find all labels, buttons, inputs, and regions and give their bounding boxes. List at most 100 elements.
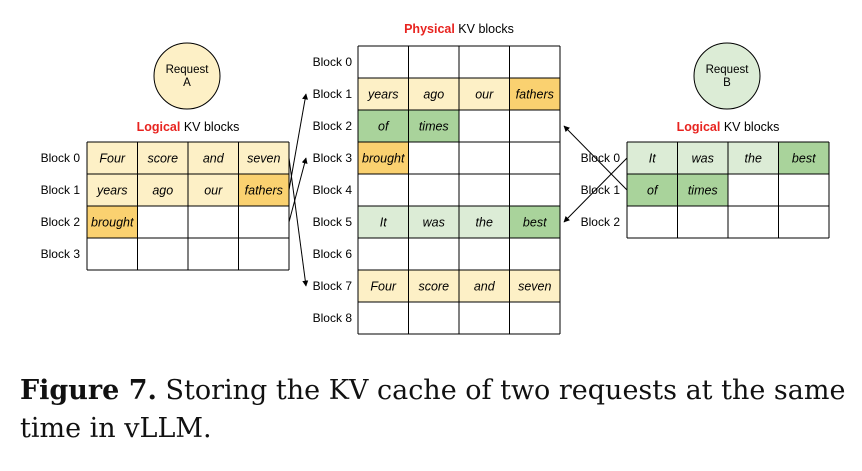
physical-block-label: Block 8 — [313, 311, 353, 325]
physical-cell-fill — [459, 206, 510, 238]
physical-cell-fill — [408, 110, 459, 142]
physical-block-label: Block 5 — [313, 215, 353, 229]
request-b-circle — [693, 42, 761, 110]
physical-block-label: Block 2 — [313, 119, 353, 133]
mapping-arrow — [563, 157, 628, 223]
physical-token: years — [367, 87, 399, 101]
logical-a-cell-fill — [188, 174, 239, 206]
logical-a-block-label: Block 0 — [41, 151, 81, 165]
logical-a-token: and — [203, 151, 225, 165]
logical-a-token: fathers — [245, 183, 283, 197]
physical-token: the — [476, 215, 493, 229]
logical-title-a-highlight: Logical — [137, 120, 181, 134]
logical-a-token: brought — [91, 215, 134, 229]
logical-b-cell-fill — [778, 142, 829, 174]
request-a-label: A — [183, 77, 191, 89]
logical-b-block-label: Block 0 — [581, 151, 621, 165]
logical-title-b: Logical KV blocks — [677, 120, 780, 134]
logical-b-cell-fill — [677, 142, 728, 174]
physical-token: was — [423, 215, 445, 229]
logical-b-cell-fill — [627, 142, 678, 174]
caption-text: Storing the KV cache of two requests at … — [20, 375, 846, 444]
physical-token: fathers — [516, 87, 554, 101]
physical-token: seven — [518, 279, 551, 293]
logical-a-cell-fill — [137, 174, 188, 206]
physical-token: best — [523, 215, 547, 229]
logical-title-a: Logical KV blocks — [137, 120, 240, 134]
logical-a-block-label: Block 2 — [41, 215, 81, 229]
request-a-label: Request — [166, 64, 210, 76]
logical-b-cell-fill — [677, 174, 728, 206]
logical-title-b-rest: KV blocks — [720, 120, 779, 134]
logical-a-cell-fill — [137, 142, 188, 174]
logical-a-cell-fill — [238, 174, 289, 206]
logical-a-token: score — [147, 151, 178, 165]
physical-block-label: Block 7 — [313, 279, 353, 293]
physical-token: of — [378, 119, 390, 133]
mapping-arrow — [563, 125, 628, 191]
physical-cell-fill — [408, 270, 459, 302]
logical-a-token: Four — [99, 151, 126, 165]
logical-b-token: the — [745, 151, 762, 165]
mapping-arrow — [288, 93, 309, 191]
physical-cell-fill — [459, 78, 510, 110]
physical-token: and — [474, 279, 496, 293]
logical-b-block-label: Block 2 — [581, 215, 621, 229]
physical-cell-fill — [408, 78, 459, 110]
logical-a-cell-fill — [87, 142, 138, 174]
physical-token: Four — [370, 279, 397, 293]
logical-b-token: times — [688, 183, 718, 197]
logical-a-cell-fill — [87, 174, 138, 206]
physical-block-label: Block 6 — [313, 247, 353, 261]
mapping-arrow — [288, 157, 309, 287]
physical-block-label: Block 4 — [313, 183, 353, 197]
logical-a-cell-fill — [188, 142, 239, 174]
logical-a-token: ago — [152, 183, 173, 197]
physical-cell-fill — [408, 206, 459, 238]
physical-block-label: Block 1 — [313, 87, 353, 101]
physical-cell-fill — [358, 78, 409, 110]
physical-cell-fill — [509, 78, 560, 110]
physical-token: times — [419, 119, 449, 133]
figure-caption: Figure 7. Storing the KV cache of two re… — [20, 372, 850, 448]
physical-token: ago — [423, 87, 444, 101]
logical-b-token: best — [792, 151, 816, 165]
physical-token: score — [418, 279, 449, 293]
physical-cell-fill — [509, 206, 560, 238]
mapping-arrow — [288, 157, 308, 223]
physical-token: It — [380, 215, 387, 229]
physical-block-label: Block 3 — [313, 151, 353, 165]
physical-cell-fill — [358, 270, 409, 302]
request-b-label: B — [723, 77, 731, 89]
physical-token: brought — [362, 151, 405, 165]
logical-a-token: our — [204, 183, 223, 197]
physical-token: our — [475, 87, 494, 101]
logical-b-cell-fill — [728, 142, 779, 174]
physical-title: Physical KV blocks — [404, 22, 514, 36]
logical-a-token: years — [96, 183, 128, 197]
logical-b-token: of — [647, 183, 659, 197]
physical-title-rest: KV blocks — [455, 22, 514, 36]
logical-a-token: seven — [247, 151, 280, 165]
logical-b-token: It — [649, 151, 656, 165]
logical-a-block-label: Block 3 — [41, 247, 81, 261]
physical-cell-fill — [358, 142, 409, 174]
caption-label: Figure 7. — [20, 375, 157, 406]
physical-cell-fill — [358, 206, 409, 238]
request-a-circle — [153, 42, 221, 110]
physical-cell-fill — [509, 270, 560, 302]
physical-title-highlight: Physical — [404, 22, 455, 36]
request-b-label: Request — [706, 64, 750, 76]
logical-a-block-label: Block 1 — [41, 183, 81, 197]
logical-a-cell-fill — [87, 206, 138, 238]
physical-block-label: Block 0 — [313, 55, 353, 69]
logical-b-block-label: Block 1 — [581, 183, 621, 197]
logical-a-cell-fill — [238, 142, 289, 174]
physical-cell-fill — [358, 110, 409, 142]
logical-title-a-rest: KV blocks — [180, 120, 239, 134]
logical-b-cell-fill — [627, 174, 678, 206]
logical-b-token: was — [692, 151, 714, 165]
physical-cell-fill — [459, 270, 510, 302]
logical-title-b-highlight: Logical — [677, 120, 721, 134]
